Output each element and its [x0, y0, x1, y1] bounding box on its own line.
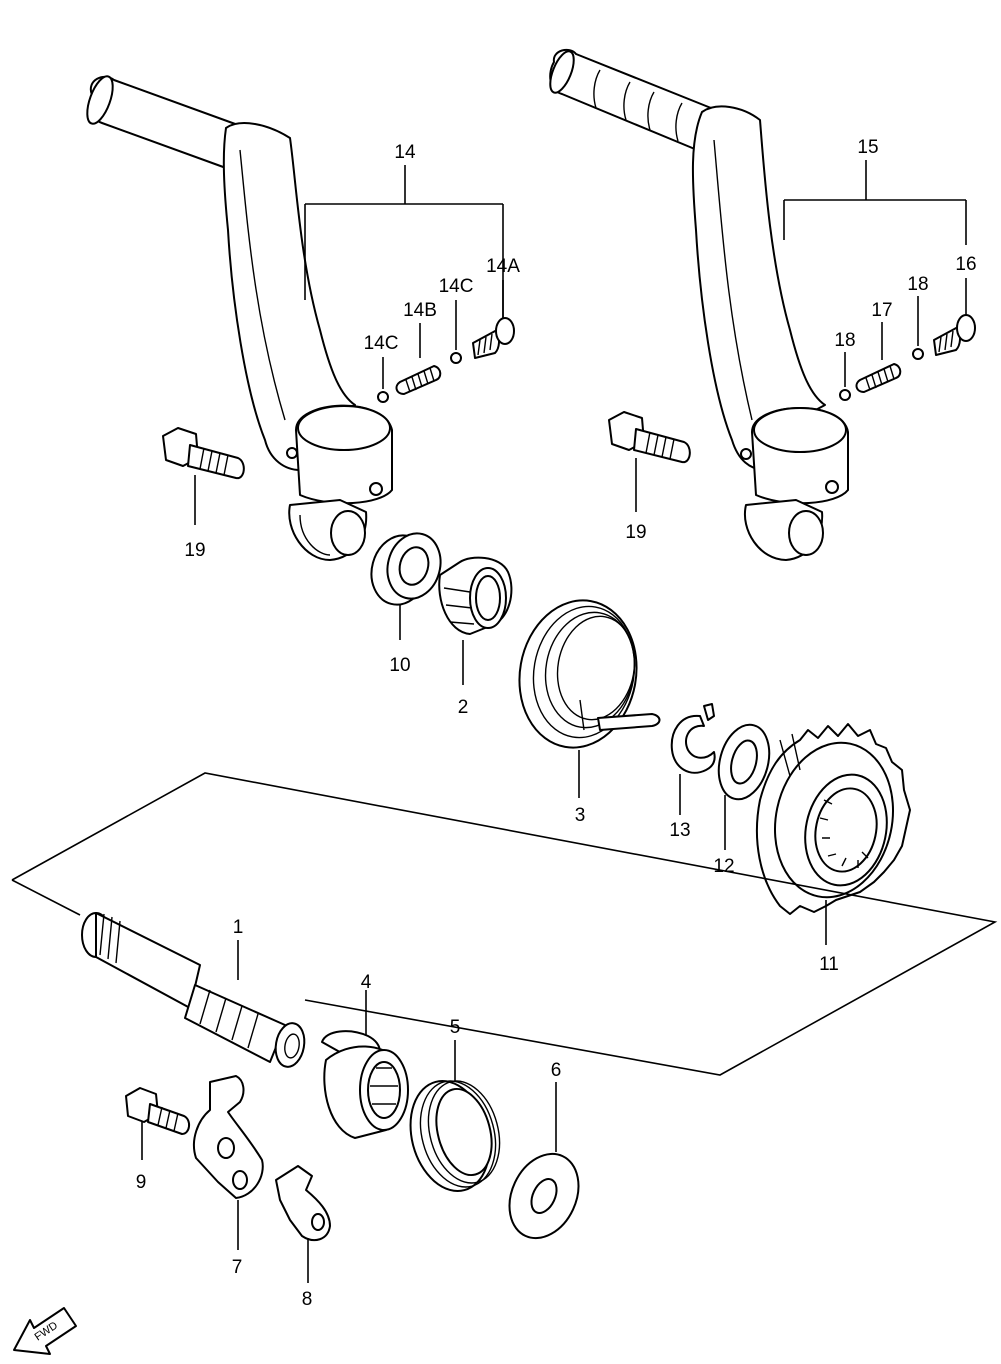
spring-17	[855, 322, 902, 393]
callout-9: 9	[136, 1172, 147, 1193]
callout-14a: 14A	[486, 256, 520, 277]
kick-shaft-1	[81, 912, 306, 1068]
bolt-19-right	[608, 411, 691, 512]
bolt-16	[933, 278, 976, 356]
callout-3: 3	[575, 805, 586, 826]
callout-14c-upper: 14C	[439, 276, 474, 297]
bolt-9	[125, 1087, 190, 1160]
callout-5: 5	[450, 1017, 461, 1038]
callout-14c-lower: 14C	[364, 333, 399, 354]
callout-4: 4	[361, 972, 372, 993]
callout-15: 15	[857, 137, 878, 158]
callout-2: 2	[458, 697, 469, 718]
callout-19-right: 19	[625, 522, 646, 543]
fwd-arrow-icon: FWD	[13, 1307, 77, 1355]
oil-seal-10	[370, 532, 442, 640]
kick-lever-right	[549, 48, 849, 561]
kick-lever-left	[86, 75, 393, 561]
circlip-13	[670, 703, 716, 815]
ball-14c-upper	[450, 300, 462, 364]
callout-10: 10	[389, 655, 410, 676]
callout-18-lower: 18	[834, 330, 855, 351]
spring-3	[518, 599, 661, 798]
plate-7	[192, 1075, 264, 1250]
ball-14c-lower	[377, 357, 389, 403]
ball-18-lower	[839, 352, 851, 401]
bolt-14a	[472, 280, 515, 359]
callout-17: 17	[871, 300, 892, 321]
callout-14b: 14B	[403, 300, 437, 321]
washer-12	[717, 723, 771, 850]
ratchet-4	[321, 990, 409, 1139]
callout-6: 6	[551, 1060, 562, 1081]
ball-18-upper	[912, 296, 924, 360]
callout-14: 14	[394, 142, 416, 163]
callout-1: 1	[233, 917, 244, 938]
callout-18-upper: 18	[907, 274, 928, 295]
callout-8: 8	[302, 1289, 313, 1310]
spring-14b	[395, 323, 442, 395]
callout-13: 13	[669, 820, 690, 841]
shaft-assembly-plane	[11, 772, 998, 1076]
callout-12: 12	[713, 856, 734, 877]
guide-2	[438, 556, 513, 685]
callout-19-left: 19	[184, 540, 205, 561]
callout-7: 7	[232, 1257, 243, 1278]
callout-11: 11	[819, 954, 839, 975]
spring-5	[409, 1040, 501, 1192]
gear-11	[755, 723, 911, 945]
stopper-8	[275, 1165, 331, 1283]
bolt-19-left	[162, 427, 245, 525]
washer-6	[508, 1082, 580, 1240]
callout-16: 16	[955, 254, 976, 275]
lever-15-bracket	[783, 160, 967, 245]
